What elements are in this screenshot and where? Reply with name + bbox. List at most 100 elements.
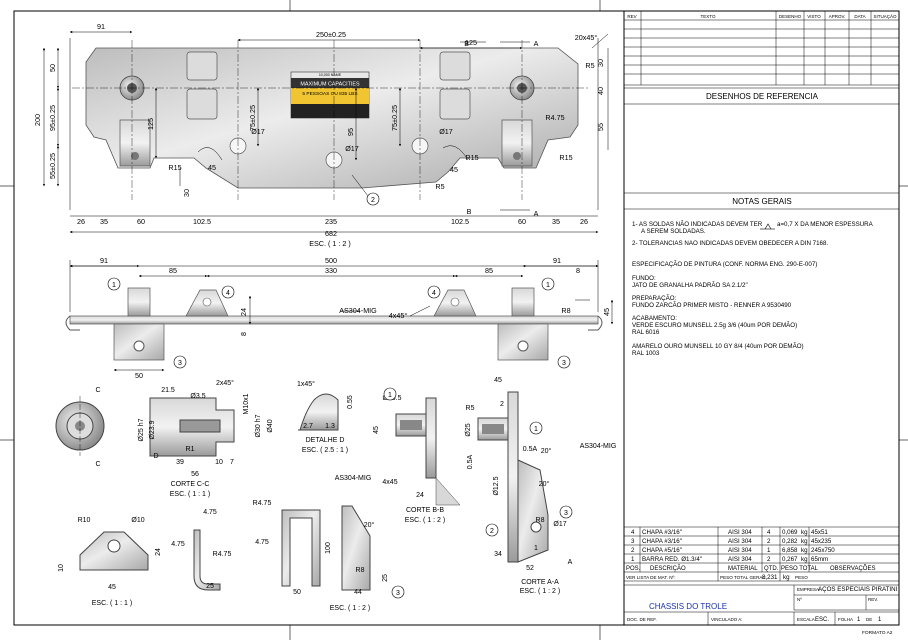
drawing-title: CHASSIS DO TROLE [649,602,727,611]
scale-top: ESC. ( 1 : 2 ) [309,239,351,248]
svg-text:OBSERVAÇÕES: OBSERVAÇÕES [830,565,875,572]
svg-text:100: 100 [325,542,332,554]
svg-text:1: 1 [857,617,861,623]
svg-text:125: 125 [146,118,155,130]
svg-text:52: 52 [526,565,534,572]
svg-text:1: 1 [112,282,116,289]
svg-text:1: 1 [631,556,635,563]
dims-parts-text: R10 Ø10 10 24 45 ESC. ( 1 : 1 ) 4.75 4.7… [58,500,389,612]
dims-front [69,260,614,372]
rev-header: REV [627,14,636,19]
svg-text:330: 330 [325,266,337,275]
svg-text:250±0.25: 250±0.25 [316,30,346,39]
svg-text:75±0.25: 75±0.25 [390,105,399,131]
svg-text:50: 50 [293,589,301,596]
svg-text:24: 24 [155,548,162,556]
svg-text:91: 91 [100,256,108,265]
general-notes: 1- AS SOLDAS NÃO INDICADAS DEVEM TER a=0… [632,221,874,357]
data-header: DATA [854,14,865,19]
svg-text:B: B [467,207,472,216]
svg-text:M10x1: M10x1 [243,393,250,414]
svg-text:55±0.25: 55±0.25 [48,153,57,179]
dims-top [42,30,609,234]
fundo-value: JATO DE GRANALHA PADRÃO SA 2.1/2" [632,282,748,289]
texto-header: TEXTO [701,14,716,19]
svg-text:24: 24 [416,492,424,499]
visto-header: VISTO [807,14,821,19]
svg-text:R4.75: R4.75 [545,113,564,122]
svg-text:ESC. ( 1 : 1 ): ESC. ( 1 : 1 ) [170,491,210,498]
svg-text:26: 26 [580,217,588,226]
svg-text:30: 30 [182,189,191,197]
svg-text:3: 3 [178,360,182,367]
title-block-text: EMPRESA: AÇOS ESPECIAIS PIRATINI CHASSIS… [627,586,898,636]
svg-text:21.5: 21.5 [161,387,175,394]
svg-text:10: 10 [215,459,223,466]
peso-geral-unit: kg [783,574,790,581]
svg-text:Ø25: Ø25 [465,423,472,436]
note-1a: 1- AS SOLDAS NÃO INDICADAS DEVEM TER [632,221,763,228]
weld-label-front: AS304-MIG [339,306,377,315]
folha-label: FOLHA [838,617,853,622]
svg-text:95: 95 [346,128,355,136]
corte-bb-label: CORTE B-B [406,507,444,514]
balloons-front: 1 1 4 4 3 3 [107,277,571,369]
svg-text:R15: R15 [559,153,572,162]
svg-text:Ø3.5: Ø3.5 [190,393,205,400]
svg-text:235: 235 [325,217,337,226]
svg-text:kg: kg [801,547,808,554]
section-c-lower: C [95,461,100,468]
note-1c: A SEREM SOLDADAS. [641,228,706,235]
round-end-view [55,396,105,456]
svg-text:44: 44 [354,589,362,596]
corte-cc-view [149,397,235,457]
section-c-upper: C [95,387,100,394]
revision-table [623,10,900,86]
svg-text:Ø17: Ø17 [439,127,453,136]
svg-text:4.75: 4.75 [171,541,185,548]
svg-text:2: 2 [500,401,504,408]
escala-value: ESC. [815,617,829,623]
bom-row: 4 CHAPA #3/16" AISI 304 4 0,069 kg 45x51 [631,529,828,536]
svg-text:1: 1 [878,617,882,623]
bom-rows: 4 CHAPA #3/16" AISI 304 4 0,069 kg 45x51… [626,529,875,581]
svg-text:ESC. ( 2.5 : 1 ): ESC. ( 2.5 : 1 ) [302,447,348,454]
svg-text:20°: 20° [539,480,550,488]
svg-text:0,069: 0,069 [782,529,798,536]
svg-text:1.3: 1.3 [325,423,335,430]
svg-text:MATERIAL: MATERIAL [728,566,758,572]
bom-row: 2 CHAPA #5/16" AISI 304 1 6,858 kg 245x7… [631,547,835,554]
svg-text:AISI 304: AISI 304 [728,529,752,536]
number-label: Nº [797,597,802,602]
weld-symbol-icon [760,223,775,230]
svg-text:4: 4 [631,529,635,536]
dims-detail-text: 1x45° 0.55 2.7 1.3 DETALHE D ESC. ( 2.5 … [297,380,354,454]
svg-text:4.75: 4.75 [255,539,269,546]
svg-text:45: 45 [208,163,216,172]
svg-text:Ø30 h7: Ø30 h7 [255,414,262,437]
svg-text:Ø25 h7: Ø25 h7 [138,418,145,441]
svg-text:60: 60 [137,217,145,226]
svg-text:20°: 20° [541,447,552,455]
escala-label: ESCALA [797,617,815,622]
svg-text:34: 34 [494,551,502,558]
paint-spec: ESPECIFICAÇÃO DE PINTURA (CONF. NORMA EN… [632,261,817,268]
dims-aa-text: 45 R5 2 Ø25 0.5A Ø12.5 20° R8 Ø17 34 52 … [465,377,616,595]
svg-text:1x45°: 1x45° [297,380,315,388]
svg-text:BARRA RED. Ø1.3/4": BARRA RED. Ø1.3/4" [642,556,702,563]
rev-label: REV. [868,597,878,602]
svg-text:4x45°: 4x45° [389,311,408,320]
svg-text:1: 1 [388,392,392,399]
svg-text:QTD.: QTD. [764,566,779,572]
svg-text:A: A [568,559,573,566]
svg-text:45: 45 [373,426,380,434]
svg-text:2: 2 [767,556,771,563]
svg-text:8: 8 [576,266,580,275]
svg-text:6,858: 6,858 [782,547,798,554]
front-view [65,287,603,361]
svg-text:2: 2 [631,547,635,554]
corte-aa-label: CORTE A-A [521,579,559,586]
svg-text:R4.75: R4.75 [213,551,232,558]
svg-text:CHAPA #5/16": CHAPA #5/16" [642,547,682,554]
